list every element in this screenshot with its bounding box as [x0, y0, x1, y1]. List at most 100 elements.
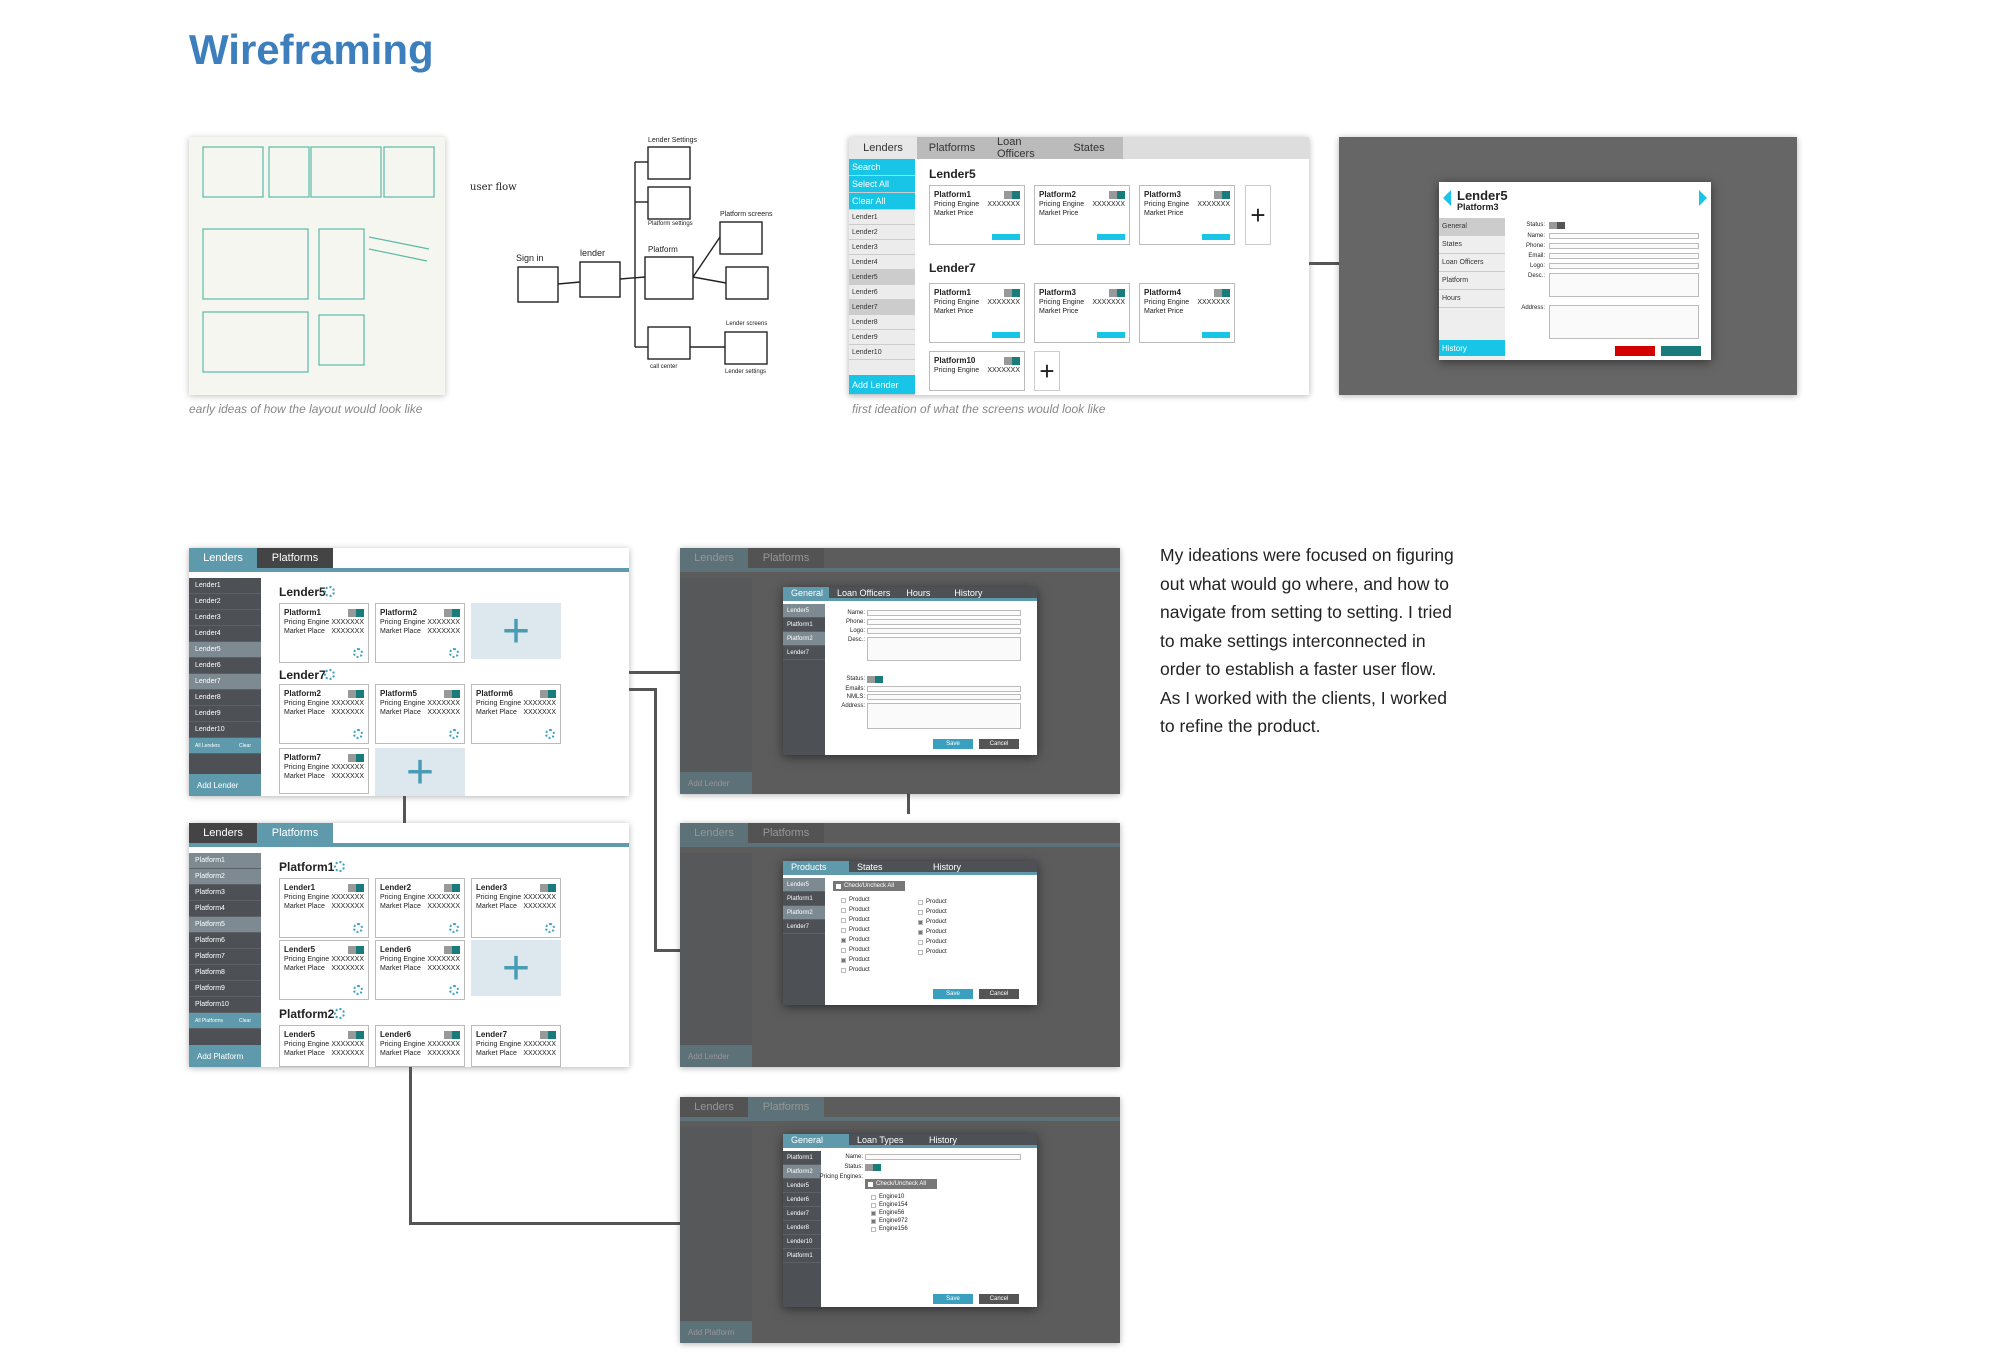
toggle-icon[interactable] [1004, 289, 1020, 297]
add-platform-button[interactable]: + [1034, 351, 1060, 391]
toggle-icon[interactable] [540, 884, 556, 892]
modal-sidebar-item[interactable]: Platform2 [783, 906, 825, 920]
gear-icon[interactable] [449, 729, 459, 739]
add-platform-button[interactable]: + [471, 603, 561, 659]
add-lender-button[interactable]: + [471, 940, 561, 996]
add-lender-button[interactable]: Add Lender [680, 1045, 752, 1067]
add-lender-button[interactable]: Add Lender [680, 772, 752, 794]
tab-general[interactable]: General [783, 1134, 849, 1145]
tab-lenders[interactable]: Lenders [189, 823, 257, 843]
add-platform-button[interactable]: Add Platform [680, 1321, 752, 1343]
nmls-field[interactable] [867, 694, 1021, 700]
tab-history[interactable]: History [929, 1134, 958, 1145]
more-settings-button[interactable] [1202, 332, 1230, 338]
email-field[interactable] [1549, 253, 1699, 259]
menu-platform[interactable]: Platform [1439, 272, 1505, 290]
sidebar-item-platform[interactable]: Platform3 [189, 885, 261, 901]
toggle-icon[interactable] [540, 1031, 556, 1039]
gear-icon[interactable] [353, 923, 363, 933]
modal-sidebar-item[interactable]: Lender5 [783, 604, 825, 618]
gear-icon[interactable] [324, 669, 335, 680]
save-button[interactable]: Save [933, 1294, 973, 1304]
toggle-icon[interactable] [1109, 289, 1125, 297]
tab-loan-types[interactable]: Loan Types [857, 1134, 904, 1145]
sidebar-item-lender[interactable]: Lender3 [189, 610, 261, 626]
clear-link[interactable]: Clear [239, 1017, 251, 1024]
more-settings-button[interactable] [1202, 234, 1230, 240]
sidebar-item-lender[interactable]: Lender10 [849, 345, 915, 360]
tab-history[interactable]: History [933, 861, 962, 872]
product-checkbox[interactable]: Product [918, 939, 947, 945]
tab-platforms[interactable]: Platforms [748, 548, 824, 568]
sidebar-item-lender[interactable]: Lender2 [189, 594, 261, 610]
modal-sidebar-item[interactable]: Platform2 [783, 1165, 821, 1179]
menu-hours[interactable]: Hours [1439, 290, 1505, 308]
engine-checkbox[interactable]: Engine972 [871, 1218, 908, 1224]
gear-icon[interactable] [334, 1008, 345, 1019]
gear-icon[interactable] [324, 586, 335, 597]
menu-general[interactable]: General [1439, 218, 1505, 236]
engine-checkbox[interactable]: Engine10 [871, 1194, 904, 1200]
product-checkbox[interactable]: Product [841, 957, 870, 963]
sidebar-item-lender[interactable]: Lender3 [849, 240, 915, 255]
tab-states[interactable]: States [1055, 137, 1123, 159]
modal-sidebar-item[interactable]: Lender7 [783, 920, 825, 934]
tab-states[interactable]: States [857, 861, 883, 872]
toggle-icon[interactable] [348, 1031, 364, 1039]
all-platforms-link[interactable]: All Platforms [195, 1017, 224, 1024]
name-field[interactable] [865, 1154, 1021, 1160]
tab-platforms[interactable]: Platforms [917, 137, 987, 159]
tab-platforms[interactable]: Platforms [257, 823, 333, 843]
sidebar-item-platform[interactable]: Platform6 [189, 933, 261, 949]
sidebar-item-lender[interactable]: Lender10 [189, 722, 261, 738]
desc-field[interactable] [867, 637, 1021, 661]
product-checkbox[interactable]: Product [841, 907, 870, 913]
tab-platforms[interactable]: Platforms [748, 823, 824, 843]
tab-lenders[interactable]: Lenders [680, 548, 748, 568]
emails-field[interactable] [867, 686, 1021, 692]
toggle-icon[interactable] [348, 609, 364, 617]
address-field[interactable] [867, 703, 1021, 729]
chevron-right-icon[interactable] [1699, 190, 1707, 206]
sidebar-item-lender[interactable]: Lender8 [189, 690, 261, 706]
phone-field[interactable] [867, 619, 1021, 625]
product-checkbox[interactable]: Product [841, 937, 870, 943]
product-checkbox[interactable]: Product [918, 909, 947, 915]
gear-icon[interactable] [353, 729, 363, 739]
status-toggle[interactable] [865, 1164, 881, 1171]
clear-all[interactable]: Clear All [849, 193, 915, 210]
product-checkbox[interactable]: Product [918, 919, 947, 925]
add-platform-button[interactable]: + [1245, 185, 1271, 245]
cancel-button[interactable]: Cancel [979, 739, 1019, 749]
address-field[interactable] [1549, 305, 1699, 339]
add-lender-button[interactable]: Add Lender [189, 774, 261, 796]
engine-checkbox[interactable]: Engine154 [871, 1202, 908, 1208]
select-all[interactable]: Select All [849, 176, 915, 193]
tab-lenders[interactable]: Lenders [680, 1097, 748, 1117]
sidebar-item-lender[interactable]: Lender1 [189, 578, 261, 594]
gear-icon[interactable] [545, 923, 555, 933]
product-checkbox[interactable]: Product [841, 897, 870, 903]
menu-history[interactable]: History [1439, 340, 1505, 356]
more-settings-button[interactable] [992, 234, 1020, 240]
sidebar-item-lender[interactable]: Lender9 [189, 706, 261, 722]
check-all-button[interactable]: Check/Uncheck All [865, 1179, 937, 1189]
toggle-icon[interactable] [444, 946, 460, 954]
sidebar-item-lender[interactable]: Lender8 [849, 315, 915, 330]
toggle-icon[interactable] [348, 690, 364, 698]
sidebar-item-lender[interactable]: Lender7 [189, 674, 261, 690]
modal-sidebar-item[interactable]: Lender5 [783, 1179, 821, 1193]
tab-hours[interactable]: Hours [906, 587, 931, 598]
